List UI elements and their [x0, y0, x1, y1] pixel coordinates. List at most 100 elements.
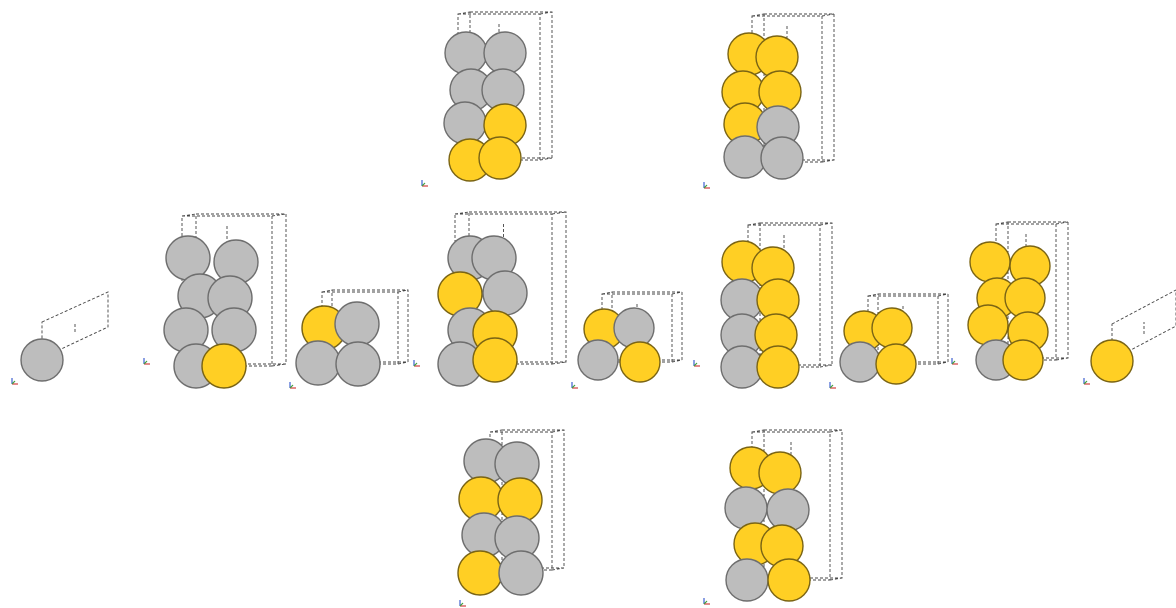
atom-gray	[724, 486, 768, 530]
atom-yellow	[457, 550, 503, 596]
top-right-stack-structure	[703, 13, 835, 189]
axis-triad-icon	[703, 598, 710, 605]
axis-y-line	[11, 380, 16, 385]
axis-triad-icon	[421, 180, 428, 187]
axis-y-line	[703, 600, 708, 605]
axis-y-line	[289, 384, 294, 389]
cell-front-face	[747, 224, 821, 368]
cell-back-face	[759, 222, 833, 366]
middle-small-yellow-structure	[829, 293, 949, 389]
axis-y-line	[829, 384, 834, 389]
cell-edge-1	[821, 13, 835, 17]
atom-gray	[165, 235, 211, 281]
atom-yellow	[472, 337, 518, 383]
cell-edge-1	[397, 289, 409, 293]
axis-y-line	[703, 184, 708, 189]
atom-gray	[723, 135, 767, 179]
axis-y-line	[459, 602, 464, 607]
axis-triad-icon	[571, 382, 578, 389]
axis-triad-icon	[11, 378, 18, 385]
atom-yellow	[969, 241, 1011, 283]
cell-edge-1	[539, 11, 553, 15]
cell-edge-2	[937, 361, 949, 365]
cell-edge-0	[747, 222, 761, 226]
atom-yellow	[201, 343, 247, 389]
axis-triad-icon	[829, 382, 836, 389]
atom-yellow	[478, 136, 522, 180]
atom-gray	[839, 341, 881, 383]
axis-triad-icon	[693, 360, 700, 367]
atom-gray	[443, 101, 487, 145]
cell-edge-1	[551, 429, 565, 433]
axis-triad-icon	[143, 358, 150, 365]
cell-edge-0	[751, 13, 765, 17]
axis-triad-icon	[1083, 378, 1090, 385]
cell-edge-0	[457, 11, 471, 15]
atom-yellow	[1002, 339, 1044, 381]
atom-yellow	[871, 307, 913, 349]
axis-triad-icon	[703, 182, 710, 189]
cell-edge-1	[819, 222, 833, 226]
atom-yellow	[497, 477, 543, 523]
cell-edge-1	[1055, 221, 1069, 225]
cell-edge-2	[551, 567, 565, 571]
axis-triad-icon	[951, 358, 958, 365]
cell-edge-1	[271, 213, 287, 217]
atom-gray	[766, 488, 810, 532]
middle-stack-yellow-structure	[951, 221, 1069, 381]
axis-y-line	[413, 362, 418, 367]
axis-triad-icon	[459, 600, 466, 607]
top-left-stack-structure	[421, 11, 553, 187]
cell-edge-1	[829, 429, 843, 433]
atom-gray	[334, 301, 380, 347]
atom-gray	[295, 340, 341, 386]
atom-gray	[482, 270, 528, 316]
atom-gray	[613, 307, 655, 349]
cell-edge-0	[454, 211, 470, 215]
atom-gray	[725, 558, 769, 602]
axis-y-line	[693, 362, 698, 367]
axis-triad-icon	[289, 382, 296, 389]
atom-yellow	[756, 345, 800, 389]
atom-yellow	[875, 343, 917, 385]
cell-edge-0	[751, 429, 765, 433]
middle-single-yellow-structure	[1083, 289, 1176, 385]
atom-gray	[760, 136, 804, 180]
axis-y-line	[421, 182, 426, 187]
cell-edge-0	[995, 221, 1009, 225]
axis-y-line	[1083, 380, 1088, 385]
atom-gray	[20, 338, 64, 382]
cell-edge-2	[819, 364, 833, 368]
cell-edge-2	[551, 361, 567, 365]
atom-yellow	[767, 558, 811, 602]
middle-stack-mixed-structure	[693, 222, 833, 389]
cell-edge-2	[539, 157, 553, 161]
atom-yellow	[619, 341, 661, 383]
cell-edge-2	[397, 361, 409, 365]
bottom-right-stack-structure	[703, 429, 843, 605]
cell-edge-0	[321, 289, 333, 293]
bottom-left-stack-structure	[457, 429, 565, 607]
cell-edge-2	[829, 577, 843, 581]
middle-single-gray-structure	[11, 291, 109, 385]
axis-y-line	[143, 360, 148, 365]
middle-tall-gray-structure	[143, 213, 287, 389]
middle-center-mixed-structure	[413, 211, 567, 387]
cell-edge-0	[867, 293, 879, 297]
cell-edge-0	[489, 429, 503, 433]
cell-back-face	[468, 211, 567, 363]
cell-edge-2	[1055, 357, 1069, 361]
axis-triad-icon	[413, 360, 420, 367]
cell-edge-1	[937, 293, 949, 297]
cell-edge-1	[551, 211, 567, 215]
atom-yellow	[967, 304, 1009, 346]
cell-edge-0	[181, 213, 197, 217]
atom-gray	[444, 31, 488, 75]
cell-edge-1	[671, 291, 683, 295]
atom-yellow	[758, 451, 802, 495]
axis-y-line	[951, 360, 956, 365]
middle-small-mixed-structure	[571, 291, 683, 389]
cell-edge-0	[601, 291, 613, 295]
